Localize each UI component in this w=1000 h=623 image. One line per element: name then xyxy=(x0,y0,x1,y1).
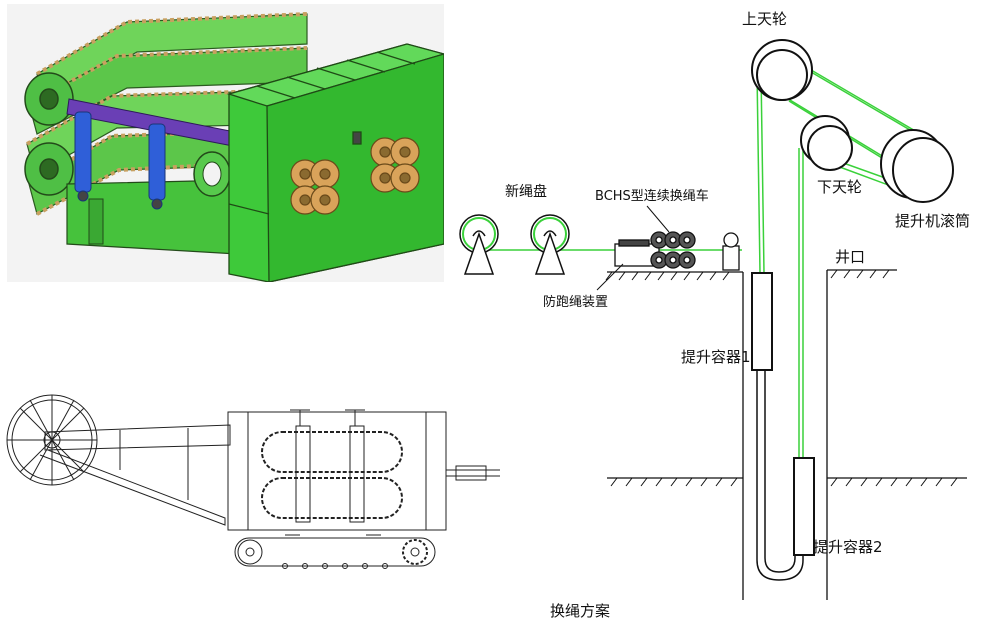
container-1-label: 提升容器1 xyxy=(681,348,751,366)
container-2-label: 提升容器2 xyxy=(813,538,883,556)
rope-change-scheme: 上天轮 下天轮 提升机滚筒 新绳盘 xyxy=(447,0,1000,600)
lower-sheave-icon xyxy=(800,115,853,171)
pressure-rollers xyxy=(290,137,420,215)
figure-caption: 换绳方案 xyxy=(549,602,610,620)
machine-frame xyxy=(227,409,500,531)
ground-surface xyxy=(605,269,967,600)
new-rope-reel-icon xyxy=(459,214,570,275)
housing-box xyxy=(226,43,447,283)
upper-sheave-icon xyxy=(751,39,813,101)
hoist-container-2-icon xyxy=(793,457,815,556)
machine-3d-svg xyxy=(24,12,447,283)
machine-side-view xyxy=(0,370,505,580)
hoist-drum-icon xyxy=(880,129,954,203)
hoist-container-1-icon xyxy=(751,272,773,371)
shaft-mouth-label: 井口 xyxy=(835,248,865,266)
new-rope-reel-label: 新绳盘 xyxy=(505,183,547,200)
rope-changer-icon xyxy=(614,231,740,271)
upper-sheave-label: 上天轮 xyxy=(742,10,787,28)
machine-3d-render xyxy=(7,4,447,283)
tail-rope xyxy=(756,370,804,581)
hoist-drum-label: 提升机滚筒 xyxy=(895,212,970,230)
side-view-svg xyxy=(6,394,500,569)
boom-arms xyxy=(39,424,231,526)
scheme-svg: 上天轮 下天轮 提升机滚筒 新绳盘 xyxy=(459,10,970,600)
sprockets xyxy=(24,72,74,196)
crawler-base xyxy=(234,534,436,569)
support-leg xyxy=(88,198,104,245)
reel-wheel xyxy=(6,394,98,486)
rope-changer-label: BCHS型连续换绳车 xyxy=(595,188,709,204)
anti-run-device-label: 防跑绳装置 xyxy=(543,294,608,310)
lower-sheave-label: 下天轮 xyxy=(817,178,862,196)
hydraulic-cylinders xyxy=(74,111,166,210)
